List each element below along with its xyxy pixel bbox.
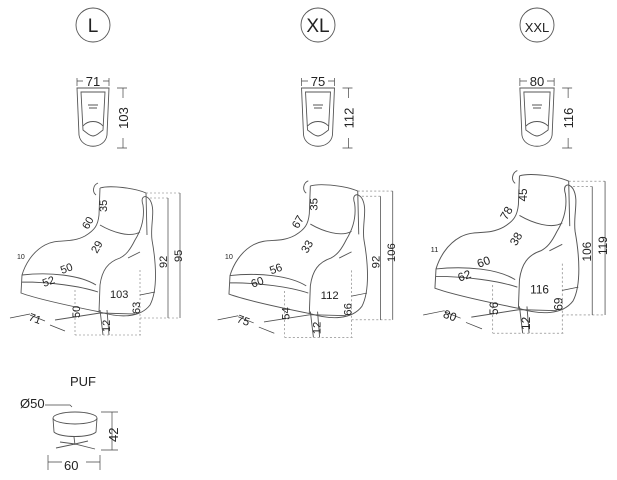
dim-label-seat-full: 62	[456, 268, 473, 285]
dim-label-total-height: 119	[597, 236, 610, 255]
dim-label-back-height: 92	[370, 256, 382, 269]
dim-label-total-depth: 112	[321, 290, 339, 302]
dimension-lines	[9, 193, 181, 332]
dim-label-base-height: 12	[520, 317, 533, 330]
dim-label-base: 75	[235, 313, 251, 329]
top-view: 80 116	[519, 74, 576, 149]
dim-label-seat-height: 54	[281, 307, 293, 320]
side-view-outline	[20, 182, 156, 317]
dim-label-seat-depth: 56	[268, 262, 284, 278]
dim-label-seat-depth: 50	[59, 261, 75, 276]
puf-cushion-top	[52, 411, 98, 425]
puf-drawing: PUF Ø50 42 60	[20, 374, 121, 473]
puf-title: PUF	[70, 374, 96, 389]
size-badge-circle	[300, 7, 336, 43]
dim-label-arm-height: 69	[552, 298, 565, 311]
top-view: 71 103	[76, 74, 131, 149]
puf-diameter-leader	[45, 404, 73, 408]
dim-label-arm-height: 66	[343, 303, 355, 316]
dim-label-headrest: 35	[309, 198, 321, 211]
top-view-outline	[76, 87, 110, 147]
size-label: XXL	[525, 20, 550, 35]
size-label: L	[88, 16, 99, 37]
dim-label-arm: 10	[225, 252, 233, 261]
size-badge: L	[75, 7, 111, 43]
dimension-guides	[74, 192, 180, 336]
top-depth-label: 103	[116, 107, 131, 129]
dim-label-back: 38	[508, 230, 526, 248]
dim-label-back-diag: 67	[290, 214, 307, 231]
dim-label-seat-full: 60	[250, 275, 266, 291]
puf-cushion-side	[52, 417, 98, 437]
side-view-outline	[228, 180, 368, 319]
dim-label-headrest: 45	[517, 188, 530, 202]
puf-height-label: 42	[106, 428, 121, 442]
top-view-outline	[519, 87, 555, 147]
dim-label-back: 33	[299, 238, 316, 255]
puf-height-line	[101, 411, 118, 451]
dim-label-total-depth: 116	[530, 284, 549, 297]
size-badge: XL	[300, 7, 336, 43]
dim-label-back-diag: 60	[80, 215, 97, 232]
dim-label-base: 80	[441, 308, 458, 325]
dim-label-arm: 11	[431, 245, 439, 254]
dim-label-total-height: 95	[173, 250, 185, 262]
top-width-label: 71	[86, 74, 100, 89]
dim-label-back-height: 92	[158, 256, 170, 268]
dim-label-arm-height: 63	[131, 302, 143, 314]
dimension-lines	[217, 191, 394, 334]
dim-label-headrest: 35	[98, 200, 110, 212]
dim-label-total-depth: 103	[110, 289, 128, 301]
dim-label-total-height: 106	[386, 243, 398, 262]
top-depth-line	[117, 87, 127, 149]
size-badge-circle	[519, 7, 555, 43]
dim-label-base: 71	[27, 312, 43, 327]
swivel-base	[54, 309, 136, 336]
top-depth-line	[342, 87, 353, 149]
dim-label-arm: 10	[17, 254, 25, 261]
puf-base-label: 60	[64, 458, 78, 473]
top-width-line	[519, 78, 555, 86]
top-depth-line	[562, 87, 573, 149]
swivel-base	[263, 311, 347, 338]
puf-base-line	[47, 455, 101, 470]
swivel-base	[471, 306, 557, 334]
size-badge-circle	[75, 7, 111, 43]
top-depth-label: 112	[341, 108, 356, 129]
dim-label-back-diag: 78	[498, 204, 516, 222]
dimension-lines	[423, 181, 606, 330]
puf-diameter-label: Ø50	[20, 396, 45, 411]
top-view: 75 112	[301, 74, 356, 149]
top-depth-label: 116	[561, 108, 576, 129]
top-width-label: 80	[530, 74, 544, 89]
dim-label-base-height: 12	[312, 322, 324, 335]
top-width-label: 75	[311, 74, 325, 89]
dim-label-seat-depth: 60	[475, 254, 492, 271]
side-view-outline	[434, 170, 580, 314]
dimension-guides	[284, 190, 393, 338]
top-view-outline	[301, 87, 335, 147]
top-width-line	[76, 78, 110, 86]
puf-base	[55, 436, 96, 450]
size-label: XL	[306, 16, 329, 37]
top-width-line	[301, 78, 335, 86]
dim-label-seat-height: 56	[488, 301, 501, 315]
size-badge: XXL	[519, 7, 555, 43]
dim-label-back: 29	[89, 239, 106, 256]
dim-label-back-height: 106	[581, 241, 594, 261]
dim-label-seat-full: 52	[41, 274, 57, 289]
dim-label-seat-height: 50	[71, 306, 83, 318]
dim-label-base-height: 12	[101, 320, 113, 332]
